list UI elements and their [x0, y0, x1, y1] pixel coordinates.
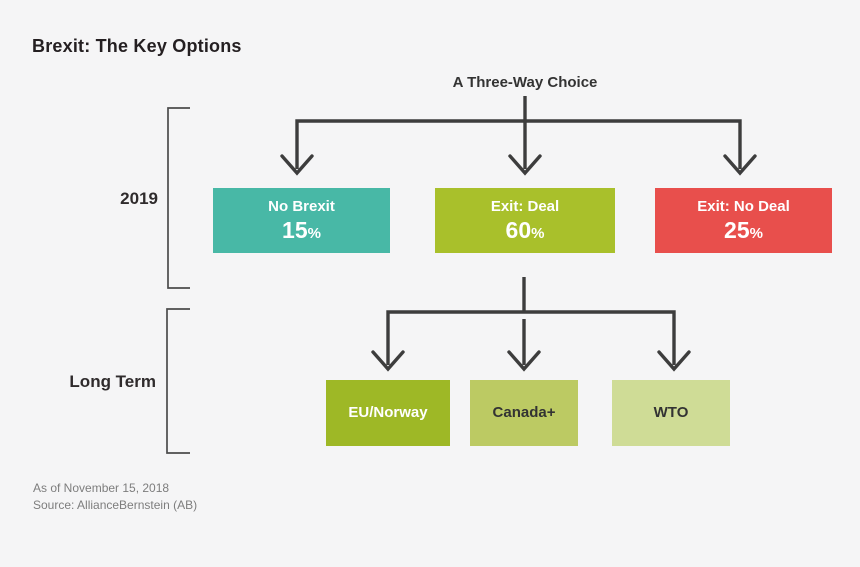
box-eu-norway: EU/Norway: [326, 380, 450, 446]
percent-sign: %: [749, 224, 763, 242]
box-label: Canada+: [492, 403, 556, 421]
probability-number: 15: [282, 216, 308, 243]
percent-sign: %: [307, 224, 321, 242]
down-arrow-icon: [657, 350, 691, 372]
box-probability: 15%: [282, 216, 321, 243]
box-label: WTO: [653, 403, 689, 421]
down-arrow-icon: [723, 154, 757, 176]
bracket-long-term: [166, 308, 190, 454]
box-exit-no-deal: Exit: No Deal 25%: [655, 188, 832, 253]
box-label: EU/Norway: [348, 403, 428, 421]
branch-bottom-rail: [386, 310, 676, 365]
box-label: Exit: Deal: [490, 198, 560, 216]
box-no-brexit: No Brexit 15%: [213, 188, 390, 253]
box-label: No Brexit: [268, 198, 335, 216]
down-arrow-icon: [507, 350, 541, 372]
footnote-source: Source: AllianceBernstein (AB): [33, 498, 198, 512]
three-way-choice-label: A Three-Way Choice: [452, 74, 598, 91]
bracket-2019: [167, 107, 190, 289]
box-probability: 25%: [724, 216, 763, 243]
box-wto: WTO: [612, 380, 730, 446]
branch-bottom: [371, 277, 691, 372]
box-canada-plus: Canada+: [470, 380, 578, 446]
tier-label-long-term: Long Term: [69, 372, 156, 391]
footnote: As of November 15, 2018 Source: Alliance…: [33, 480, 197, 514]
box-exit-deal: Exit: Deal 60%: [435, 188, 615, 253]
percent-sign: %: [531, 224, 545, 242]
footnote-as-of: As of November 15, 2018: [33, 481, 170, 495]
down-arrow-icon: [508, 154, 542, 176]
box-probability: 60%: [505, 216, 545, 243]
down-arrow-icon: [280, 154, 314, 176]
tier-label-2019: 2019: [120, 189, 158, 208]
branch-top-rail: [295, 119, 742, 169]
page-title: Brexit: The Key Options: [32, 36, 242, 56]
probability-number: 25: [724, 216, 750, 243]
down-arrow-icon: [371, 350, 405, 372]
branch-top: [280, 96, 757, 176]
box-label: Exit: No Deal: [697, 198, 790, 216]
probability-number: 60: [505, 216, 532, 243]
